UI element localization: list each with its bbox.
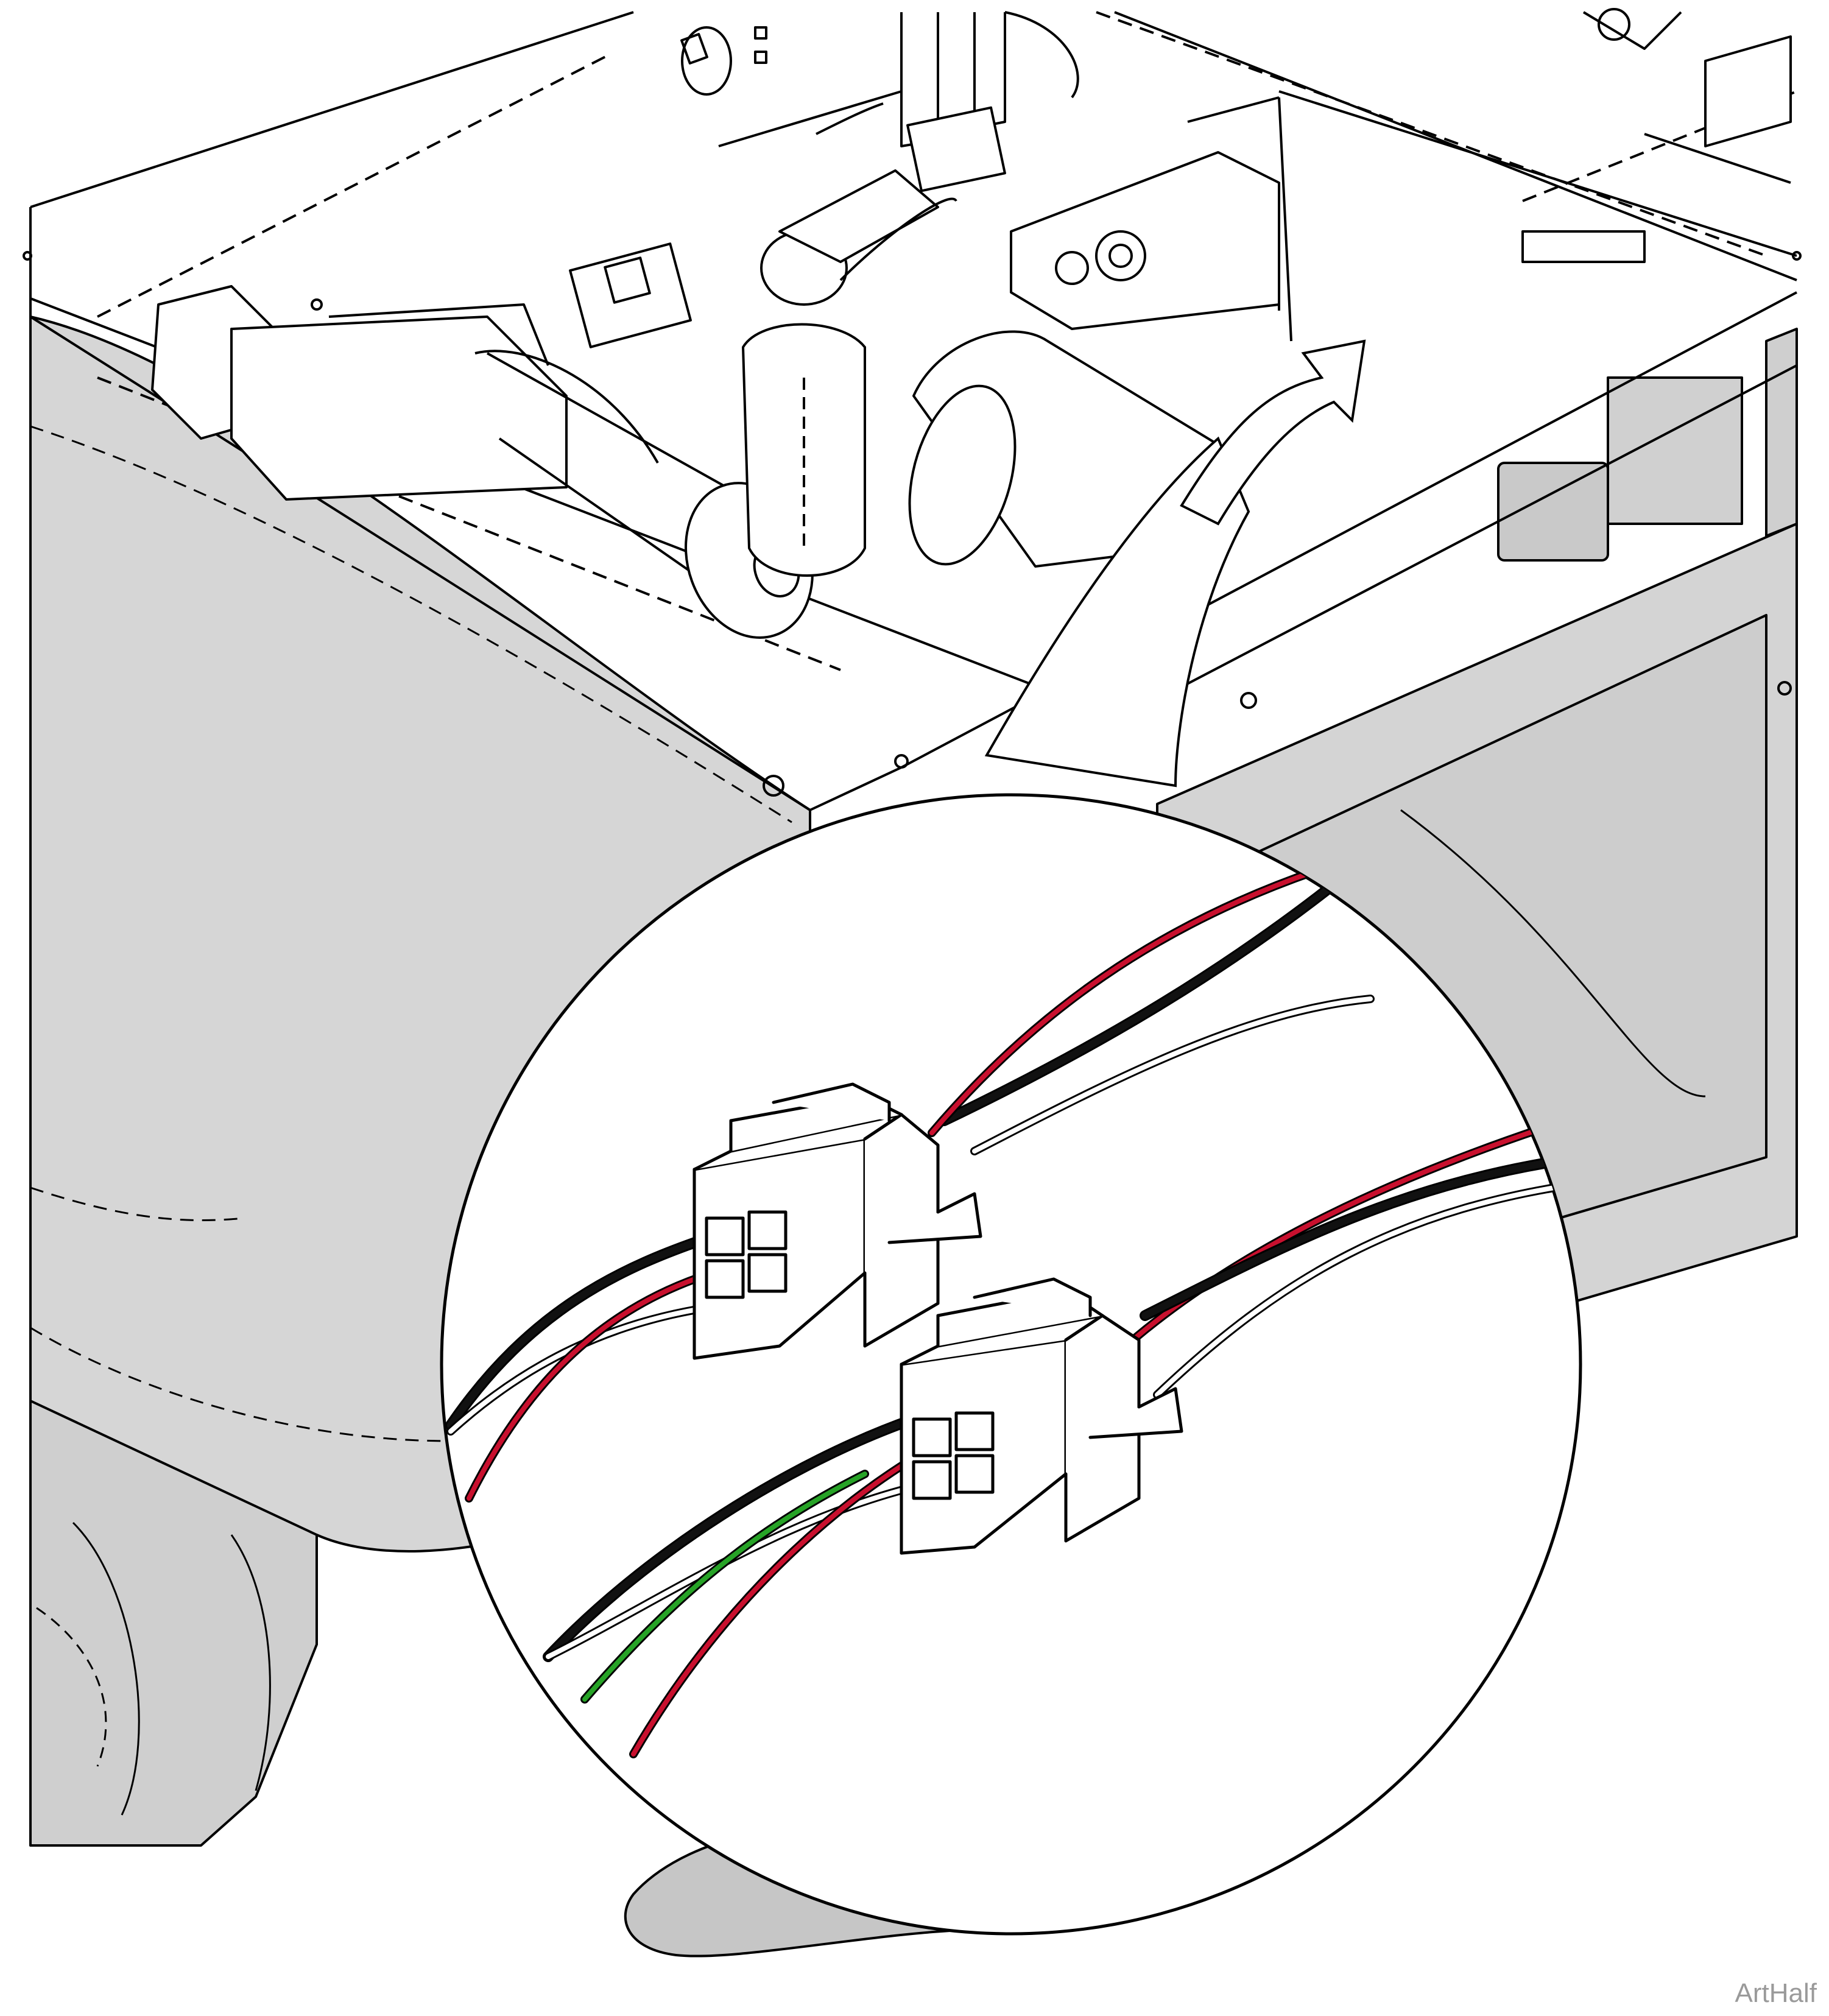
right-edge-wires bbox=[1129, 1123, 1581, 1399]
callout-arrow bbox=[1180, 339, 1366, 526]
bracket bbox=[1010, 151, 1280, 330]
detail-magnifier bbox=[440, 793, 1582, 1936]
lower-connector bbox=[900, 1277, 1183, 1555]
upper-connector-wires bbox=[445, 1231, 747, 1503]
upper-connector bbox=[692, 1082, 982, 1360]
top-frame bbox=[30, 11, 634, 208]
base-housing bbox=[29, 1400, 318, 1847]
upper-right-wires bbox=[928, 867, 1375, 1155]
figure-caption: ArtHalf bbox=[1735, 1978, 1817, 2008]
valve-body bbox=[742, 323, 866, 577]
